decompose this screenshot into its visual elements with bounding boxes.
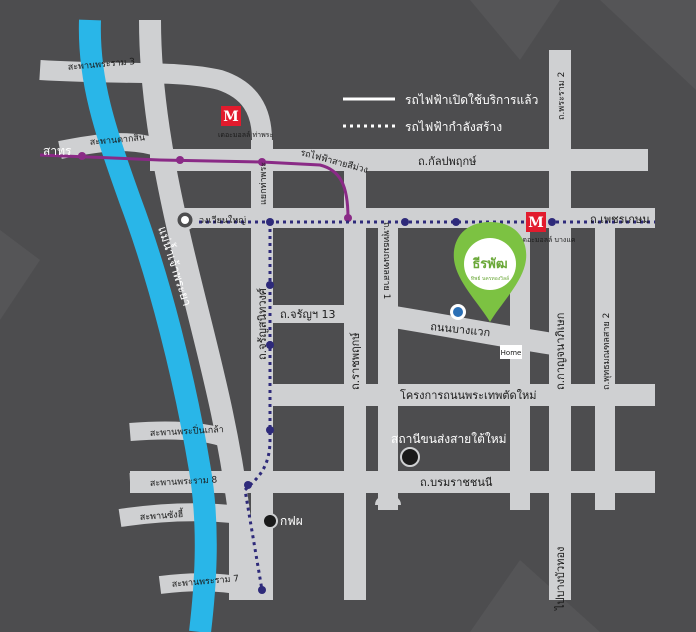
svg-text:เดอะมอลล์ บางแค: เดอะมอลล์ บางแค xyxy=(520,236,576,244)
station-dot xyxy=(401,218,409,226)
label-bangwaek: ถนนบางแวก xyxy=(430,320,491,339)
station-dot xyxy=(258,586,266,594)
road-krungthon xyxy=(118,503,242,527)
label-phutthamonthon2: ถ.พุทธมณฑลสาย 2 xyxy=(602,313,612,390)
project-pin: ธีรพัฒ ทิพย์ นครทองวิลล์ xyxy=(453,222,527,322)
station-dot xyxy=(266,281,274,289)
station-dot xyxy=(78,152,86,160)
bus-terminal-icon xyxy=(400,447,420,467)
legend-open-line: รถไฟฟ้าเปิดใช้บริการแล้ว xyxy=(405,93,538,107)
purple-line xyxy=(39,153,350,219)
poi-icon-inner xyxy=(453,307,463,317)
svg-text:Home: Home xyxy=(501,349,522,357)
label-phetkasem: ถ.เพชรเกษม xyxy=(590,213,649,226)
station-dot xyxy=(266,341,274,349)
label-new-road: โครงการถนนพระเทพตัดใหม่ xyxy=(400,388,536,402)
label-kanchanaphisek: ถ.กาญจนาภิเษก xyxy=(554,313,567,390)
project-tagline: ทิพย์ นครทองวิลล์ xyxy=(471,275,509,282)
station-dot xyxy=(176,156,184,164)
label-ratchaphruek: ถ.ราชพฤกษ์ xyxy=(349,332,362,390)
station-dot xyxy=(244,481,252,489)
purple-line-stations xyxy=(78,152,352,222)
station-dot xyxy=(452,218,460,226)
station-dot xyxy=(548,218,556,226)
label-thapra: แยกท่าพระ xyxy=(259,162,269,205)
bg-shape xyxy=(600,0,696,90)
project-name: ธีรพัฒ xyxy=(472,256,507,272)
road-charan-left xyxy=(139,19,251,600)
road-end xyxy=(375,494,401,507)
station-dot xyxy=(266,426,274,434)
label-phutthamonthon1: ถ.พุทธมณฑลสาย 1 xyxy=(381,222,391,299)
label-charan13: ถ.จรัญฯ 13 xyxy=(280,308,336,321)
store-icon xyxy=(500,345,522,359)
egat-icon xyxy=(262,513,278,529)
chao-phraya-river xyxy=(78,19,217,632)
label-charansanitwong: ถ.จรัญสนิทวงศ์ xyxy=(256,288,269,360)
pin-inner xyxy=(464,238,516,290)
egat-label: กฟผ xyxy=(280,514,303,528)
svg-text:M: M xyxy=(528,215,544,231)
bus-terminal-label: สถานีขนส่งสายใต้ใหม่ xyxy=(391,432,507,446)
mall-bangkhae: M เดอะมอลล์ บางแค xyxy=(520,212,576,244)
bg-shape xyxy=(470,0,560,60)
station-dot xyxy=(344,214,352,222)
road-rama8 xyxy=(129,472,236,494)
roundabout-center xyxy=(181,216,189,224)
label-kanlapaphruek: ถ.กัลปพฤกษ์ xyxy=(418,155,477,168)
construction-line-south xyxy=(243,222,272,591)
label-sathorn: สาทร xyxy=(43,144,72,158)
construction-stations xyxy=(244,218,556,594)
label-wongwian: วงเวียนใหญ่ xyxy=(199,215,246,226)
mall-logo-icon xyxy=(526,212,546,232)
svg-text:เดอะมอลล์ ท่าพระ: เดอะมอลล์ ท่าพระ xyxy=(218,131,273,139)
bg-shape xyxy=(470,560,600,632)
station-dot xyxy=(266,218,274,226)
bg-shape xyxy=(0,230,40,320)
mall-thapra: M เดอะมอลล์ ท่าพระ xyxy=(218,106,273,139)
label-bridge-rama8: สะพานพระราม 8 xyxy=(150,475,218,489)
station-dot xyxy=(258,158,266,166)
label-bangbuathong: ไปบางบัวทอง xyxy=(554,547,567,611)
mall-logo-icon xyxy=(221,106,241,126)
road-bangwaek xyxy=(386,305,562,356)
label-bridge-taksin: สะพานตากสิน xyxy=(89,132,145,148)
label-rama2: ถ.พระราม 2 xyxy=(557,72,567,120)
label-borom: ถ.บรมราชชนนี xyxy=(420,476,493,489)
svg-text:M: M xyxy=(223,109,239,125)
legend-construction-line: รถไฟฟ้ากำลังสร้าง xyxy=(405,120,502,134)
